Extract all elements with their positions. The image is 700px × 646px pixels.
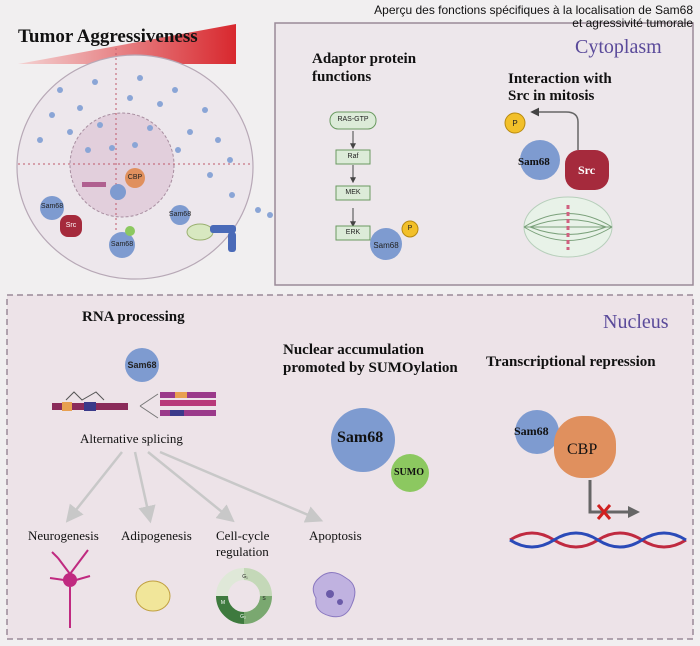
repression-cbp-label: CBP	[567, 441, 598, 458]
left-cbp-label: CBP	[127, 174, 143, 181]
interaction-sam68-blob	[520, 140, 560, 180]
sumo-complex	[331, 408, 429, 492]
mek-label: MEK	[345, 189, 361, 196]
phase-s: S	[262, 596, 266, 602]
repression-sam68-blob	[515, 410, 559, 454]
apoptotic-cell-icon	[312, 572, 356, 618]
aggressiveness-triangle	[18, 24, 236, 64]
figure-title-line-1: Aperçu des fonctions spécifiques à la lo…	[374, 3, 693, 17]
repression-complex	[509, 410, 687, 549]
repression-arrow	[588, 480, 628, 514]
interaction-src-label: Src	[578, 163, 596, 177]
erk-label: ERK	[345, 229, 361, 236]
left-sam68-a-label: Sam68	[40, 203, 64, 210]
repression-cbp-blob	[554, 416, 616, 478]
accum-sam68-blob	[331, 408, 395, 472]
ras-gtp-node	[329, 111, 377, 130]
phase-g2: G₂	[240, 614, 246, 620]
mek-node	[335, 185, 371, 201]
accum-sam68-label: Sam68	[337, 429, 384, 446]
sumo-label: SUMO	[394, 467, 424, 478]
phase-g1: G₁	[242, 574, 248, 580]
interaction-src-blob	[565, 150, 609, 190]
sumo-blob	[391, 454, 429, 492]
interaction-sam68-label: Sam68	[518, 156, 550, 168]
adipocyte-icon	[135, 580, 171, 612]
raf-label: Raf	[347, 153, 359, 160]
left-sam68-blob-b	[109, 226, 135, 258]
left-sam68-blob-c	[170, 205, 236, 252]
left-src-label: Src	[65, 222, 77, 229]
left-sam68-src-complex	[40, 196, 82, 237]
alternative-splicing-label: Alternative splicing	[80, 431, 183, 446]
repression-sam68-label: Sam68	[514, 424, 549, 438]
src-phospho	[504, 112, 526, 134]
mapk-pathway	[329, 111, 419, 260]
rna-processing	[52, 348, 216, 419]
neuron-icon	[49, 549, 91, 628]
src-phospho-label: P	[512, 119, 518, 128]
erk-phospho-label: P	[407, 225, 413, 232]
interaction-title-line-1: Interaction with	[508, 71, 612, 87]
accumulation-title-line-1: Nuclear accumulation	[283, 342, 424, 358]
erk-phospho	[401, 220, 419, 238]
figure-title-line-2: et agressivité tumorale	[572, 16, 693, 30]
rna-sam68-blob	[125, 348, 159, 382]
src-interaction	[504, 107, 613, 258]
outcome-neurogenesis: Neurogenesis	[28, 528, 99, 543]
repression-x	[596, 504, 612, 520]
dna-helix	[509, 531, 687, 549]
splicing-outcome-arrows	[65, 450, 324, 524]
nucleus-title: Nucleus	[603, 311, 669, 333]
phase-m: M	[220, 600, 226, 606]
left-sam68-b-label: Sam68	[110, 241, 134, 248]
nuclear-cbp-complex	[82, 168, 145, 200]
repression-title: Transcriptional repression	[486, 354, 656, 370]
erk-node	[335, 225, 371, 241]
mrna-isoform-1	[160, 392, 216, 398]
outcome-cell-cycle: Cell-cycle regulation	[216, 528, 270, 559]
accumulation-title-line-2: promoted by SUMOylation	[283, 360, 458, 376]
outcome-apoptosis: Apoptosis	[309, 528, 362, 543]
adaptor-title: Adaptor protein functions	[312, 51, 417, 85]
rna-processing-title: RNA processing	[82, 309, 185, 325]
cytoplasm-title: Cytoplasm	[575, 36, 662, 58]
erk-sam68-blob	[370, 228, 402, 260]
cytoplasmic-sam68-dots	[37, 75, 273, 218]
erk-sam68-label: Sam68	[373, 241, 399, 250]
outcome-adipogenesis: Adipogenesis	[121, 528, 192, 543]
left-sam68-c-label: Sam68	[168, 211, 192, 218]
ras-gtp-label: RAS-GTP	[337, 116, 369, 123]
rna-sam68-label: Sam68	[127, 360, 157, 370]
interaction-title-line-2: Src in mitosis	[508, 88, 595, 104]
cell-cycle-ring	[216, 568, 272, 624]
mrna-isoform-2	[160, 410, 216, 416]
raf-node	[335, 149, 371, 165]
tumor-aggressiveness-title: Tumor Aggressiveness	[18, 26, 198, 47]
